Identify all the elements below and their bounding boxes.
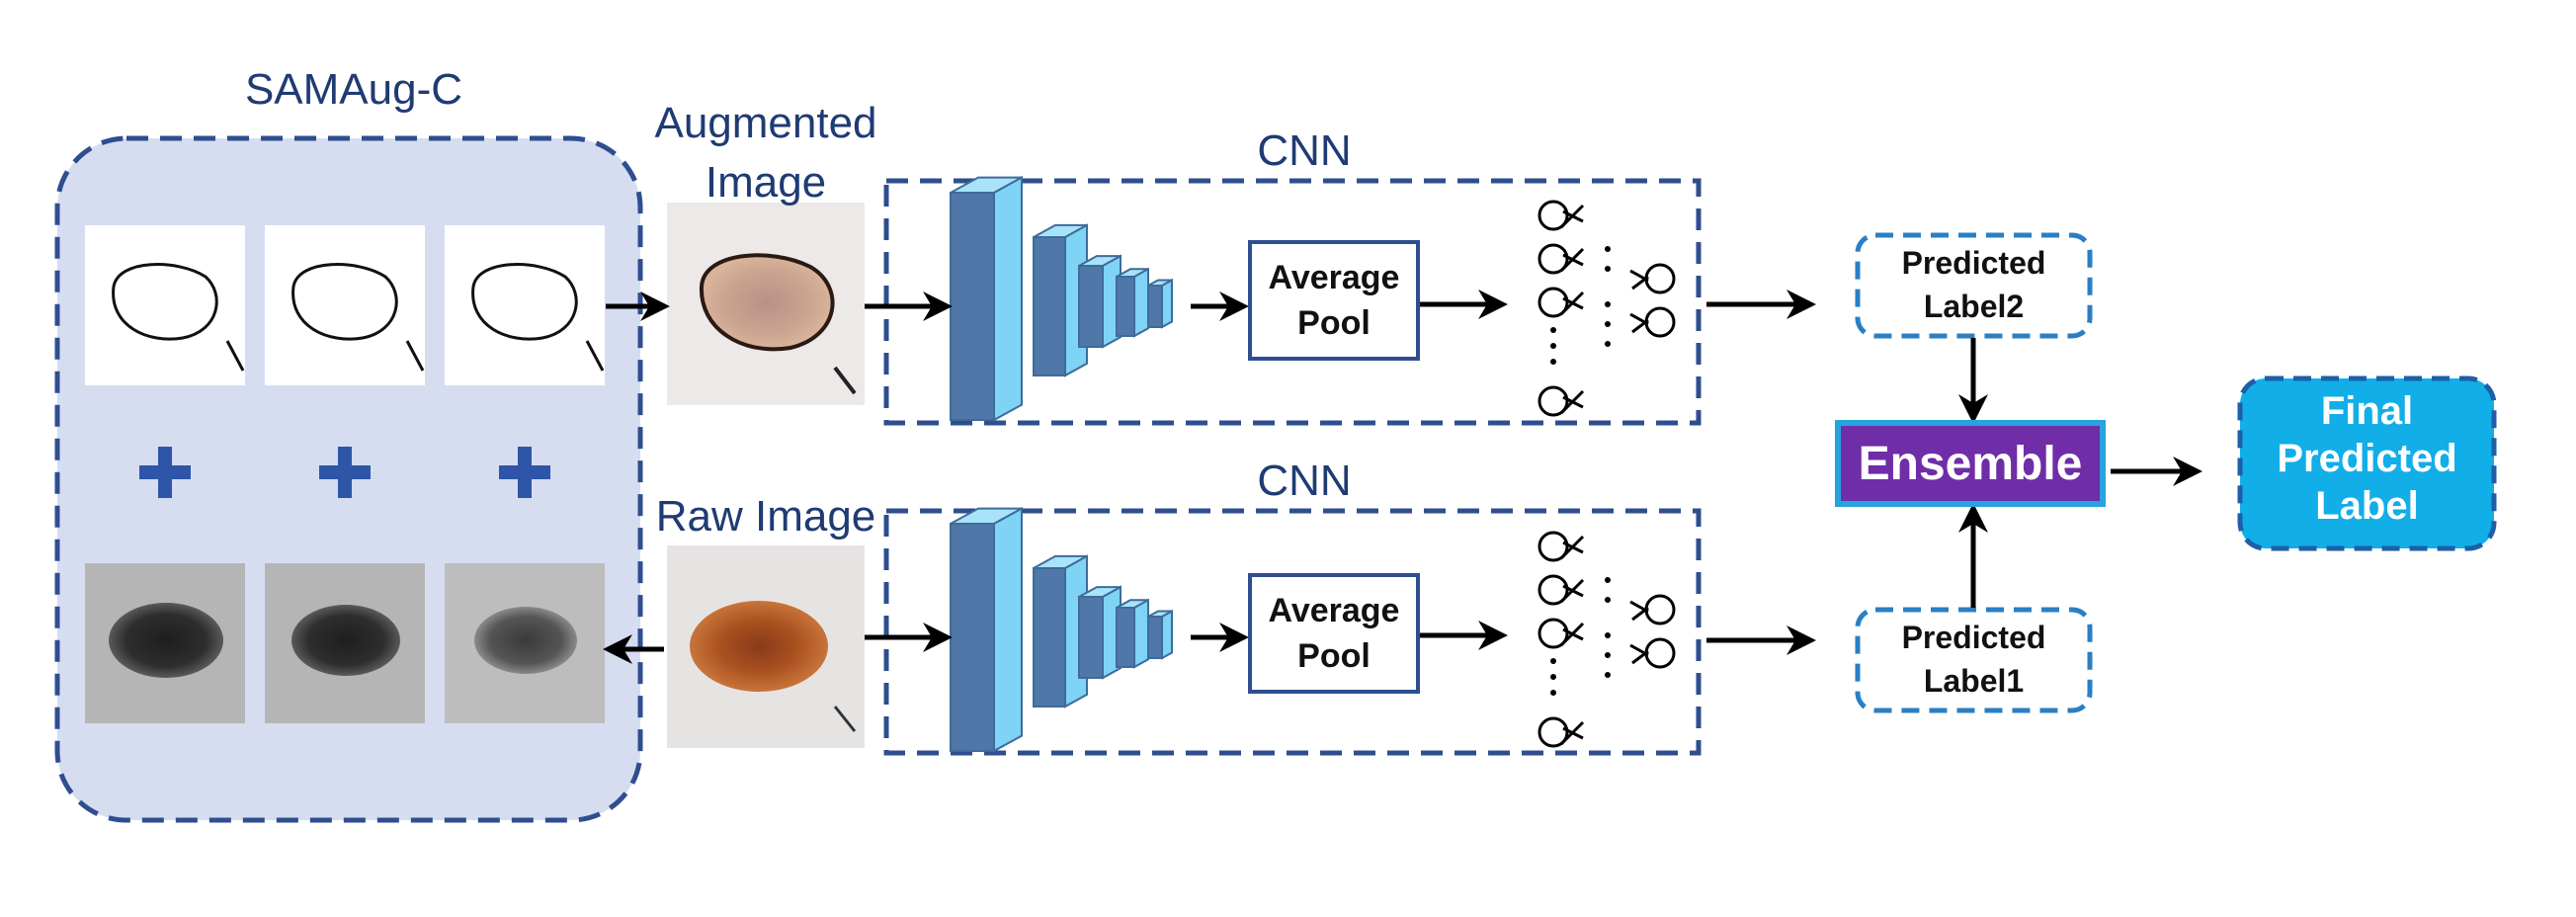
fc-ellipsis-dot xyxy=(1605,652,1611,658)
augmented-label-line1: Augmented xyxy=(654,99,877,147)
fc-neuron xyxy=(1537,531,1569,562)
cnn-title-bottom: CNN xyxy=(1257,457,1352,505)
mask-thumbnail-3 xyxy=(445,225,605,385)
plus-icon xyxy=(499,447,550,498)
fc-ellipsis-dot xyxy=(1605,597,1611,603)
fc-ellipsis-dot xyxy=(1605,577,1611,583)
average-pool-line2-bottom: Pool xyxy=(1297,637,1371,675)
cnn-layer-side xyxy=(1078,265,1104,348)
fc-neuron xyxy=(1537,200,1569,231)
cnn-layer-side xyxy=(1116,607,1135,668)
fc-neuron xyxy=(1537,574,1569,606)
gray-thumbnail-1 xyxy=(85,563,245,723)
final-label-line2: Predicted xyxy=(2277,437,2457,480)
fc-output-neuron xyxy=(1644,306,1676,338)
cnn-box-top xyxy=(883,178,1702,426)
predicted-label2-line2: Label2 xyxy=(1923,289,2025,324)
cnn-layer-front xyxy=(993,175,1023,422)
final-label-line1: Final xyxy=(2320,389,2414,433)
gray-thumbnail-2 xyxy=(265,563,425,723)
cnn-layer-side xyxy=(1078,596,1104,679)
cnn-layers-top xyxy=(950,175,1173,422)
final-label-box xyxy=(2237,375,2497,551)
fc-ellipsis-dot xyxy=(1605,321,1611,327)
fc-ellipsis-dot xyxy=(1605,672,1611,678)
augmented-label-line2: Image xyxy=(705,158,827,207)
cnn-layer-side xyxy=(1147,285,1163,328)
fc-neuron xyxy=(1537,287,1569,318)
fc-output-neuron xyxy=(1644,637,1676,669)
average-pool-line2-top: Pool xyxy=(1297,304,1371,342)
fc-ellipsis-dot xyxy=(1550,658,1556,664)
fc-ellipsis-dot xyxy=(1550,690,1556,696)
predicted-label1-line2: Label1 xyxy=(1923,663,2025,699)
fc-connection xyxy=(1562,627,1584,641)
plus-icon xyxy=(139,447,191,498)
cnn-layer-front xyxy=(993,506,1023,753)
cnn-layer-front xyxy=(1161,278,1173,329)
cnn-layer-side xyxy=(1147,616,1163,659)
fc-connection xyxy=(1562,726,1584,740)
fc-ellipsis-dot xyxy=(1550,674,1556,680)
samaug-title: SAMAug-C xyxy=(244,65,463,114)
average-pool-line1-bottom: Average xyxy=(1268,592,1400,629)
fc-ellipsis-dot xyxy=(1605,341,1611,347)
cnn-layer-side xyxy=(950,192,995,421)
fc-connection xyxy=(1562,541,1584,554)
augmented-image xyxy=(667,203,865,405)
cnn-box-bottom xyxy=(883,508,1702,756)
raw-image-label: Raw Image xyxy=(655,492,876,541)
fc-connection xyxy=(1631,318,1649,334)
fc-ellipsis-dot xyxy=(1605,632,1611,638)
fc-ellipsis-dot xyxy=(1550,327,1556,333)
fc-connection xyxy=(1562,395,1584,409)
fc-ellipsis-dot xyxy=(1605,301,1611,307)
cnn-layer-side xyxy=(1033,567,1066,708)
fc-neuron xyxy=(1537,243,1569,275)
fc-connection xyxy=(1562,253,1584,267)
fc-neuron xyxy=(1537,618,1569,649)
cnn-layer-front xyxy=(1133,267,1149,338)
fc-connection xyxy=(1631,606,1649,622)
fc-ellipsis-dot xyxy=(1550,343,1556,349)
ensemble-box xyxy=(1835,420,2106,507)
fc-layer-top xyxy=(1537,200,1676,417)
ensemble-label: Ensemble xyxy=(1858,438,2083,490)
plus-icon xyxy=(319,447,371,498)
fc-connection xyxy=(1562,296,1584,310)
fc-connection xyxy=(1631,649,1649,665)
cnn-layer-side xyxy=(1033,236,1066,376)
fc-neuron xyxy=(1537,385,1569,417)
fc-ellipsis-dot xyxy=(1605,246,1611,252)
predicted-label1-line1: Predicted xyxy=(1901,620,2046,655)
cnn-layer-front xyxy=(1161,609,1173,660)
mask-thumbnail-1 xyxy=(85,225,245,385)
fc-output-neuron xyxy=(1644,263,1676,294)
predicted-label2-box xyxy=(1855,232,2093,339)
raw-image xyxy=(667,545,865,748)
fc-ellipsis-dot xyxy=(1550,359,1556,365)
final-label-line3: Label xyxy=(2315,484,2419,528)
cnn-title-top: CNN xyxy=(1257,126,1352,175)
fc-connection xyxy=(1562,209,1584,223)
mask-thumbnail-2 xyxy=(265,225,425,385)
fc-connection xyxy=(1631,275,1649,291)
average-pool-line1-top: Average xyxy=(1268,259,1400,296)
cnn-layers-bottom xyxy=(950,506,1173,753)
cnn-layer-side xyxy=(950,523,995,752)
fc-ellipsis-dot xyxy=(1605,266,1611,272)
cnn-layer-front xyxy=(1133,598,1149,669)
gray-thumbnail-3 xyxy=(445,563,605,723)
predicted-label1-box xyxy=(1855,607,2093,713)
fc-connection xyxy=(1562,584,1584,598)
predicted-label2-line1: Predicted xyxy=(1901,245,2046,281)
average-pool-box-top xyxy=(1248,240,1420,361)
cnn-layer-side xyxy=(1116,276,1135,337)
fc-neuron xyxy=(1537,716,1569,748)
fc-layer-bottom xyxy=(1537,531,1676,748)
average-pool-box-bottom xyxy=(1248,573,1420,694)
fc-output-neuron xyxy=(1644,594,1676,625)
